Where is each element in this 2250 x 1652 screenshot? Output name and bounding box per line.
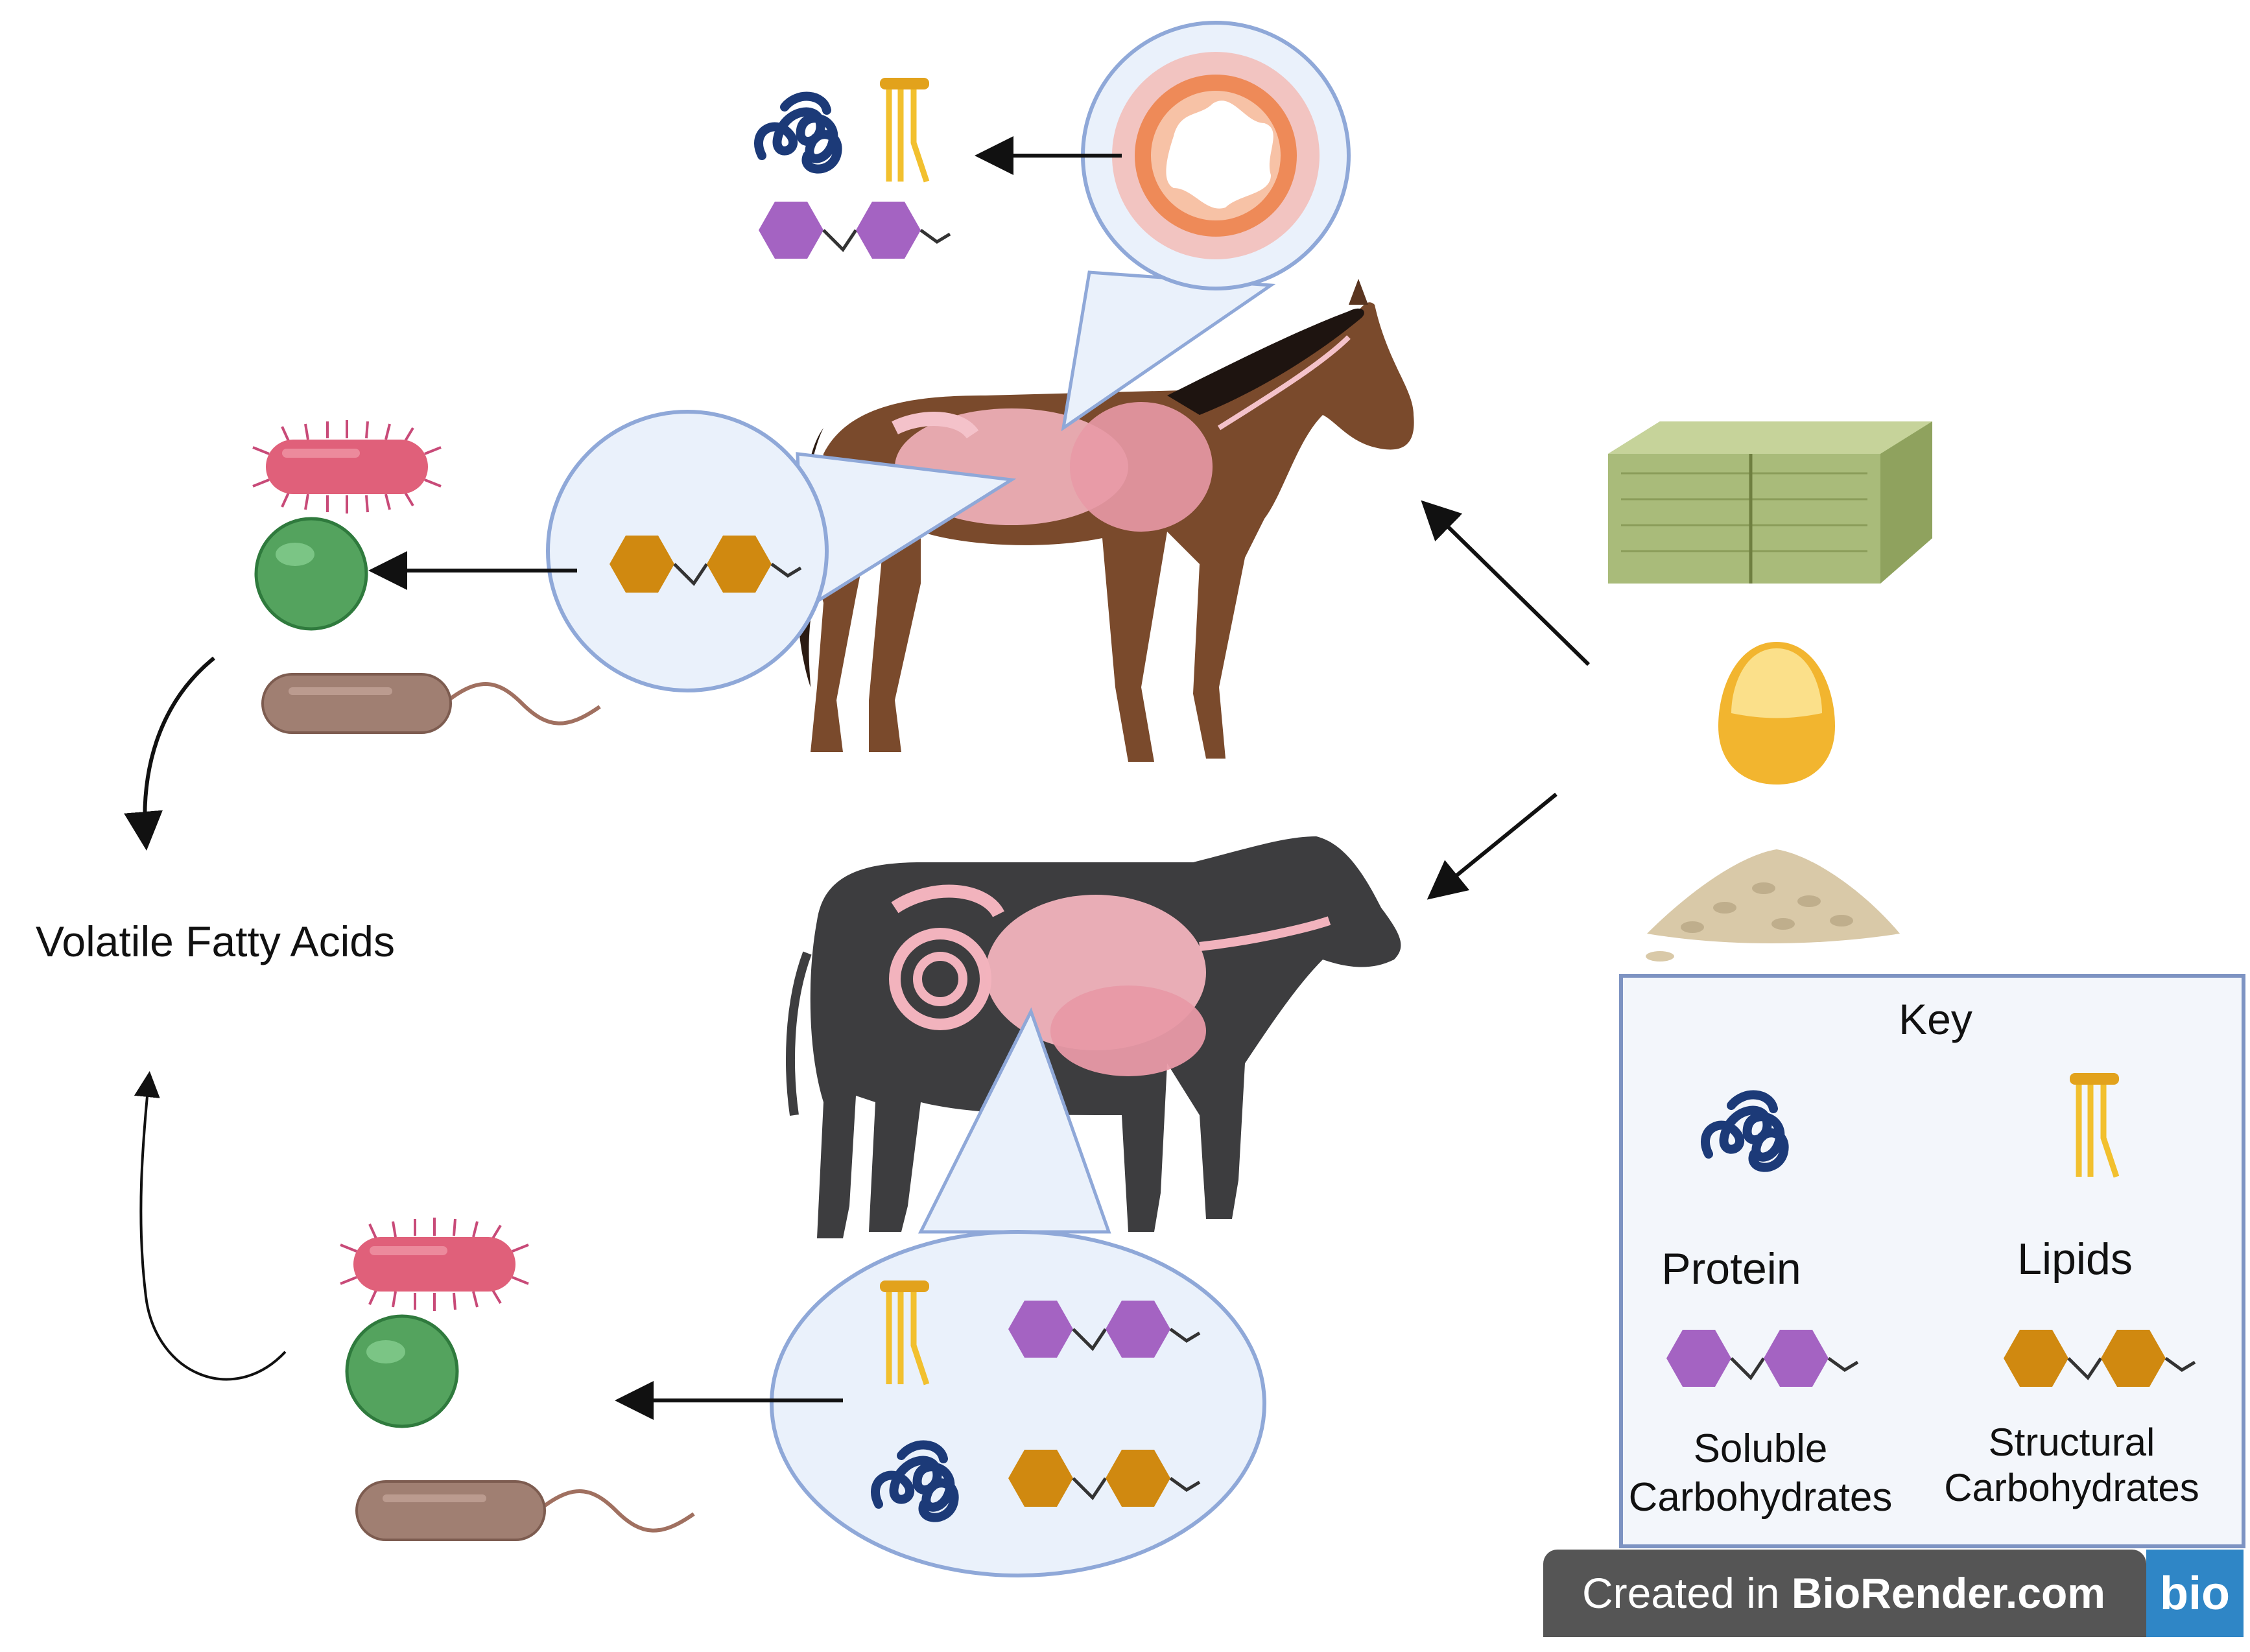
cow-bacteria-group [339,1216,694,1540]
cow-digestive-tract [889,884,1331,1076]
arrow-feed-to-cow [1427,792,1557,900]
flagellated-bacterium-icon [357,1481,694,1540]
arrow-horse-bacteria-to-vfa [124,656,215,851]
key-legend: Key Protein Lipids Soluble Carbohydrates… [1619,974,2245,1548]
coccus-bacterium-icon [347,1316,457,1426]
arrow-feed-to-horse [1421,500,1591,667]
horse-hindgut-callout [546,410,1017,692]
badge-logo-text: bio [2160,1568,2230,1620]
cow-icon [786,836,1401,1238]
spiky-bacterium-icon [252,419,442,515]
cow-rumen-callout [770,1007,1266,1577]
key-soluble-line2: Carbohydrates [1629,1475,1893,1520]
coccus-bacterium-icon [256,519,366,629]
vfa-label: Volatile Fatty Acids [36,917,395,965]
key-structural-line2: Carbohydrates [1944,1466,2199,1509]
spiky-bacterium-icon [339,1216,530,1312]
key-title: Key [1899,995,1972,1043]
hay-bale-icon [1608,421,1932,584]
horse-bacteria-group [252,419,600,733]
soluble-carbohydrate-icon [759,202,950,259]
badge-prefix: Created in [1582,1569,1792,1617]
key-soluble-line1: Soluble [1694,1426,1828,1471]
arrows [124,136,1591,1420]
protein-coil-icon [759,97,838,169]
key-lipids-label: Lipids [2017,1234,2133,1284]
horse-stomach-products [759,78,950,259]
biorender-badge[interactable]: Created in BioRender.com bio [1543,1550,2244,1637]
corn-kernel-icon [1718,642,1835,785]
lipid-chain-icon [880,78,929,182]
key-protein-label: Protein [1661,1244,1801,1293]
flagellated-bacterium-icon [263,674,600,733]
arrow-cow-bacteria-to-vfa [134,1071,287,1381]
horse-stomach-callout [1061,21,1351,432]
grain-pile-icon [1646,849,1900,962]
svg-text:Created in BioRender.com: Created in BioRender.com [1582,1569,2105,1617]
horse-icon [797,279,1414,762]
bio-logo-icon [2146,1550,2244,1637]
badge-brand: BioRender.com [1792,1569,2105,1617]
key-structural-line1: Structural [1989,1421,2155,1464]
